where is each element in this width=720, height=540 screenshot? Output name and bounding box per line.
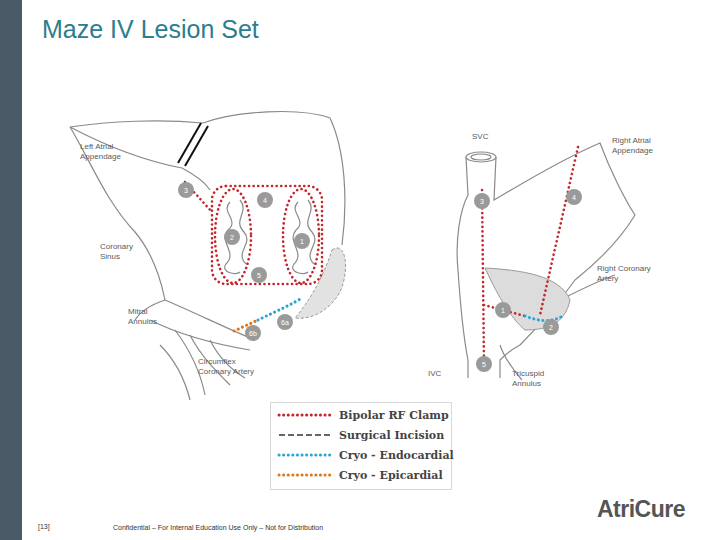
page-number: [13] [38, 523, 50, 530]
callout-number: 6a [281, 319, 289, 326]
callout-circle: 6b [245, 325, 261, 341]
left-atrium-outline [70, 112, 345, 400]
cryo-endocardial-right [525, 316, 563, 321]
callout-number: 4 [263, 197, 267, 204]
part-label: Circumflex Coronary Artery [198, 357, 268, 377]
legend-line [279, 474, 331, 477]
legend-item: Cryo - Epicardial [277, 467, 443, 483]
legend-box: Bipolar RF ClampSurgical IncisionCryo - … [270, 402, 452, 490]
callout-number: 5 [482, 361, 486, 368]
callout-circle: 5 [476, 356, 492, 372]
part-label: Left Atrial Appendage [80, 142, 142, 162]
legend-sample [277, 470, 333, 480]
legend-text: Bipolar RF Clamp [339, 409, 449, 422]
bipolar-rf-lesions-left [185, 182, 322, 284]
part-label: Right Coronary Artery [597, 264, 667, 284]
callout-circle: 1 [294, 233, 310, 249]
callout-circle: 6a [277, 314, 293, 330]
tricuspid-region [485, 268, 570, 330]
callout-number: 3 [480, 198, 484, 205]
side-bar [0, 0, 22, 540]
part-label: SVC [472, 132, 512, 142]
callout-circle: 1 [495, 302, 511, 318]
legend-item: Cryo - Endocardial [277, 447, 454, 463]
callout-number: 2 [230, 234, 234, 241]
bipolar-rf-lesions-right [482, 147, 578, 364]
part-label: IVC [428, 369, 458, 379]
callout-number: 4 [572, 194, 576, 201]
callout-number: 1 [501, 307, 505, 314]
confidential-note: Confidential – For Internal Education Us… [113, 524, 323, 531]
callout-circle: 5 [251, 267, 267, 283]
legend-line [279, 454, 331, 457]
coronary-sinus-shape [295, 248, 346, 318]
callout-circle: 4 [257, 192, 273, 208]
part-label: Coronary Sinus [100, 242, 150, 262]
legend-sample [277, 410, 333, 420]
callout-number: 5 [257, 272, 261, 279]
right-atrium-outline [457, 143, 635, 380]
appendage-incision [178, 123, 208, 166]
callout-number: 3 [184, 187, 188, 194]
company-logo: AtriCure [597, 496, 685, 523]
legend-text: Cryo - Epicardial [339, 469, 443, 482]
legend-line [279, 434, 331, 436]
callout-circle: 4 [566, 189, 582, 205]
legend-line [279, 414, 331, 417]
part-label: Mitral Annulus [128, 307, 178, 327]
callout-number: 2 [549, 324, 553, 331]
part-label: Tricuspid Annulus [512, 369, 567, 389]
callout-circle: 3 [474, 193, 490, 209]
legend-sample [277, 430, 333, 440]
legend-item: Surgical Incision [277, 427, 444, 443]
part-label: Right Atrial Appendage [612, 136, 682, 156]
legend-item: Bipolar RF Clamp [277, 407, 449, 423]
callout-number: 6b [249, 330, 257, 337]
callout-number: 1 [300, 238, 304, 245]
callout-circle: 3 [178, 182, 194, 198]
legend-text: Surgical Incision [339, 429, 444, 442]
legend-text: Cryo - Endocardial [339, 449, 454, 462]
slide-title: Maze IV Lesion Set [42, 15, 259, 44]
legend-sample [277, 450, 333, 460]
callout-circle: 2 [543, 319, 559, 335]
callout-circle: 2 [224, 229, 240, 245]
